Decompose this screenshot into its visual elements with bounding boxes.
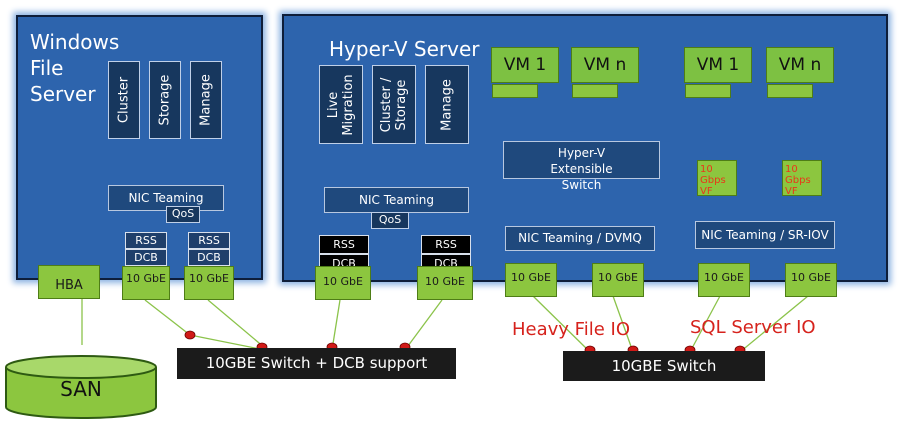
vm-n-right-nic: [767, 84, 813, 98]
hyperv-nic2-rss: RSS: [421, 235, 471, 254]
windows-nic1-rss: RSS: [125, 232, 167, 249]
hyperv-nic1-port: 10 GbE: [315, 266, 371, 300]
vm-1-right-nic: [685, 84, 731, 98]
hyperv-extensible-switch: Hyper-V Extensible Switch: [503, 141, 660, 192]
vm-1-left: VM 1: [491, 47, 559, 83]
cluster-storage-box: Cluster / Storage: [372, 65, 416, 144]
storage-function-box: Storage: [149, 61, 181, 139]
hba-port: HBA: [38, 265, 100, 299]
nic-teaming-sriov: NIC Teaming / SR-IOV: [695, 221, 835, 249]
nic-teaming-dvmq: NIC Teaming / DVMQ: [505, 226, 655, 251]
manage-function-box: Manage: [190, 61, 222, 139]
vm-n-left: VM n: [571, 47, 639, 83]
live-migration-box: Live Migration: [319, 65, 363, 144]
dvmq-nic2-port: 10 GbE: [592, 263, 644, 297]
hyperv-nic1-rss: RSS: [319, 235, 369, 254]
vm-n-right: VM n: [766, 47, 834, 83]
windows-nic2-rss: RSS: [188, 232, 230, 249]
san-label: SAN: [60, 377, 102, 401]
hyperv-nic2-port: 10 GbE: [417, 266, 473, 300]
windows-nic1-port: 10 GbE: [122, 266, 170, 300]
vm-n-left-nic: [572, 84, 618, 98]
heavy-file-io-label: Heavy File IO: [512, 319, 630, 340]
vm-1-right: VM 1: [684, 47, 752, 83]
sql-server-io-label: SQL Server IO: [690, 317, 816, 338]
hyperv-manage-box: Manage: [425, 65, 469, 144]
hyperv-server-title: Hyper-V Server: [329, 37, 480, 61]
cluster-function-box: Cluster: [108, 61, 140, 139]
vm-1-left-nic: [492, 84, 538, 98]
windows-qos-box: QoS: [166, 206, 200, 223]
hyperv-qos-box: QoS: [371, 212, 409, 229]
sriov-nic2-port: 10 GbE: [785, 263, 837, 297]
windows-nic2-dcb: DCB: [188, 249, 230, 266]
windows-server-title: Windows File Server: [30, 30, 120, 106]
switch-dcb: 10GBE Switch + DCB support: [177, 348, 456, 379]
dvmq-nic1-port: 10 GbE: [505, 263, 557, 297]
switch-plain: 10GBE Switch: [563, 351, 765, 381]
vf-2: 10 Gbps VF: [782, 160, 822, 197]
windows-nic1-dcb: DCB: [125, 249, 167, 266]
vf-1: 10 Gbps VF: [697, 160, 737, 197]
windows-nic2-port: 10 GbE: [184, 266, 234, 300]
sriov-nic1-port: 10 GbE: [698, 263, 750, 297]
hyperv-nic-teaming: NIC Teaming: [324, 187, 469, 213]
